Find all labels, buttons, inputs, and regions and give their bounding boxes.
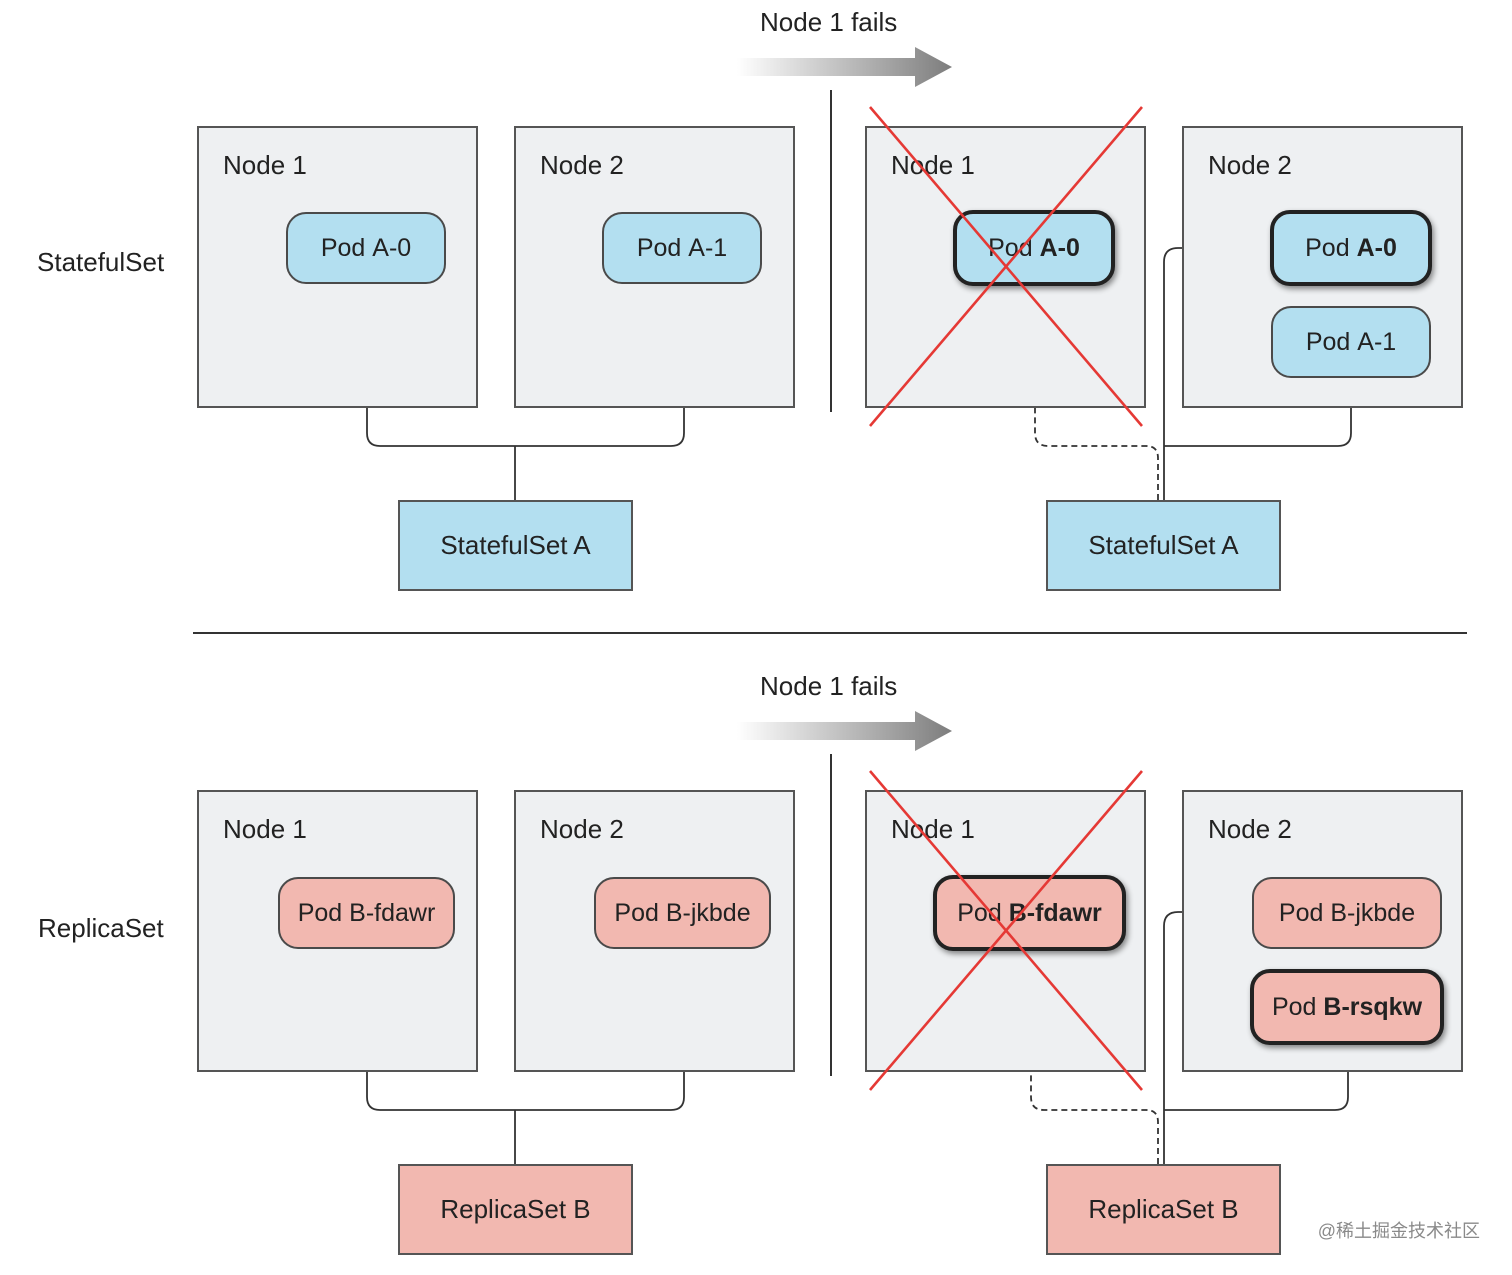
node-title: Node 2 [540, 150, 624, 180]
watermark-text: @稀土掘金技术社区 [1317, 1221, 1480, 1241]
row-label-replicaset: ReplicaSet [38, 913, 164, 943]
node-title: Node 1 [223, 150, 307, 180]
pod-label-prefix: Pod [1305, 233, 1350, 262]
pod-label-name: A-1 [688, 233, 728, 262]
dashed-link-failed-pod-a0 [1031, 289, 1159, 500]
pod-label-prefix: Pod [297, 898, 343, 927]
replicaset-b-after: ReplicaSet B [1046, 1164, 1281, 1255]
pod-label-name: A-1 [1357, 327, 1397, 356]
pod-label-prefix: Pod [1305, 327, 1351, 356]
statefulset-a-after: StatefulSet A [1046, 500, 1281, 591]
statefulset-a-before: StatefulSet A [398, 500, 633, 591]
pod-label-prefix: Pod [988, 233, 1033, 262]
pod-label-name: B-fdawr [1008, 898, 1102, 927]
connector-to-pod-a1-after [1164, 381, 1355, 447]
pod-label-prefix: Pod [1278, 898, 1324, 927]
pod-label-name: B-fdawr [349, 898, 436, 927]
pod-label-prefix: Pod [320, 233, 366, 262]
pod-label-name: A-0 [372, 233, 412, 262]
node-title: Node 1 [223, 814, 307, 844]
connector-to-pod-b-jkbde-after [1163, 908, 1249, 1164]
connector-to-new-pod-b-rsqkw [1164, 1045, 1352, 1111]
dashed-link-failed-pod-b-fdawr [1027, 953, 1159, 1164]
pod-label-name: B-jkbde [665, 898, 751, 927]
pod-label-name: B-jkbde [1330, 898, 1416, 927]
pod-b-fdawr-before: Pod B-fdawr [278, 877, 455, 949]
section-replicaset-graphics [363, 711, 1352, 1164]
pod-label-name: A-0 [1356, 233, 1397, 262]
event-label-bottom: Node 1 fails [760, 671, 898, 701]
pod-a0-before: Pod A-0 [286, 212, 446, 284]
pod-label-prefix: Pod [614, 898, 659, 927]
connector-replicaset-b-before [366, 954, 684, 1164]
pod-label-prefix: Pod [1271, 992, 1317, 1021]
pod-a0-rescheduled: Pod A-0 [1270, 210, 1432, 286]
node-title: Node 2 [1208, 814, 1292, 844]
node-title: Node 2 [1208, 150, 1292, 180]
pod-b-jkbde-before: Pod B-jkbde [594, 877, 771, 949]
pod-b-rsqkw-new: Pod B-rsqkw [1250, 969, 1444, 1045]
node-title: Node 1 [891, 150, 975, 180]
pod-label-prefix: Pod [636, 233, 682, 262]
row-label-statefulset: StatefulSet [37, 247, 165, 277]
node-title: Node 1 [891, 814, 975, 844]
pod-label-name: B-rsqkw [1323, 992, 1423, 1021]
transition-arrow-bottom [737, 711, 952, 751]
connector-statefulset-a-before [366, 290, 684, 500]
replicaset-b-before: ReplicaSet B [398, 1164, 633, 1255]
pod-a1-after: Pod A-1 [1271, 306, 1431, 378]
pod-b-jkbde-after: Pod B-jkbde [1252, 877, 1442, 949]
connector-to-new-pod-a0 [1163, 244, 1269, 500]
event-label-top: Node 1 fails [760, 7, 898, 37]
pod-a1-before: Pod A-1 [602, 212, 762, 284]
pod-label-name: A-0 [1039, 233, 1080, 262]
pod-label-prefix: Pod [957, 898, 1002, 927]
pod-a0-failed: Pod A-0 [953, 210, 1115, 286]
pod-b-fdawr-failed: Pod B-fdawr [933, 875, 1126, 951]
node-title: Node 2 [540, 814, 624, 844]
transition-arrow-top [737, 47, 952, 87]
